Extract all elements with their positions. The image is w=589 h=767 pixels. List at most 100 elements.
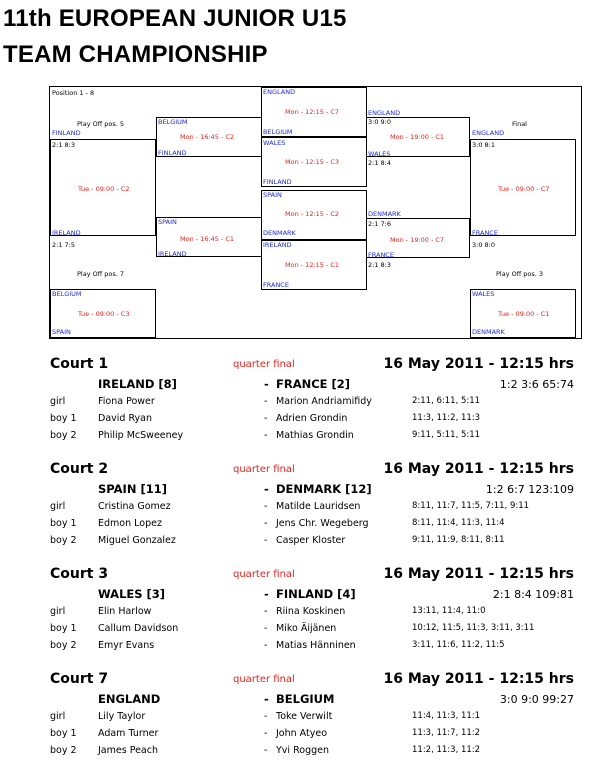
position-label: Position 1 - 8: [52, 89, 95, 97]
team-finland: FINLAND: [263, 178, 292, 186]
tournament-bracket: Position 1 - 8 Play Off pos. 5 Play Off …: [49, 86, 582, 339]
category: girl: [50, 711, 66, 722]
player-2: Casper Kloster: [276, 535, 346, 546]
team-2: FINLAND [4]: [276, 587, 356, 601]
team-1: ENGLAND: [98, 692, 161, 706]
game-scores: 9:11, 5:11, 5:11: [412, 430, 481, 440]
player-2: Toke Verwilt: [276, 711, 333, 722]
separator: -: [264, 535, 268, 546]
category: boy 2: [50, 430, 77, 441]
player-1: Lily Taylor: [98, 711, 146, 722]
qf-box-left-1: [156, 117, 262, 157]
separator: -: [264, 692, 269, 706]
player-2: Riina Koskinen: [276, 606, 346, 617]
match-time: Tue - 09:00 - C7: [498, 185, 550, 193]
game-scores: 13:11, 11:4, 11:0: [412, 606, 486, 616]
separator: -: [264, 518, 268, 529]
player-1: Cristina Gomez: [98, 501, 171, 512]
separator: -: [264, 711, 268, 722]
match-date: 16 May 2011 - 12:15 hrs: [383, 566, 574, 582]
player-2: Marion Andriamifidy: [276, 396, 372, 407]
match-time: Tue - 09:00 - C2: [78, 185, 130, 193]
team-1: WALES [3]: [98, 587, 166, 601]
player-2: Miko Äijänen: [276, 623, 337, 634]
category: girl: [50, 501, 66, 512]
final-label: Final: [512, 120, 527, 128]
team-2: FRANCE [2]: [276, 377, 351, 391]
team-wales: WALES: [263, 139, 286, 147]
category: boy 2: [50, 640, 77, 651]
round-label: quarter final: [233, 359, 295, 370]
player-1: Elin Harlow: [98, 606, 152, 617]
round-label: quarter final: [233, 464, 295, 475]
match-time: Mon - 19:00 - C1: [390, 133, 445, 141]
team-england: ENGLAND: [472, 129, 505, 137]
player-2: Yvi Roggen: [276, 745, 329, 756]
player-2: Adrien Grondin: [276, 413, 348, 424]
center-box-1: [261, 87, 367, 137]
category: boy 1: [50, 623, 77, 634]
team-belgium: BELGIUM: [52, 290, 82, 298]
match-result: 3:0 9:0 99:27: [499, 693, 574, 706]
match-result: 1:2 6:7 123:109: [485, 483, 574, 496]
player-2: Matias Hänninen: [276, 640, 356, 651]
player-2: John Atyeo: [276, 728, 328, 739]
game-scores: 2:11, 6:11, 5:11: [412, 396, 481, 406]
team-belgium: BELGIUM: [158, 118, 188, 126]
team-france: FRANCE: [263, 281, 289, 289]
match-court-1: Court 1 quarter final 16 May 2011 - 12:1…: [0, 356, 589, 416]
player-1: Adam Turner: [98, 728, 159, 739]
sf-box-1: [366, 117, 470, 157]
game-scores: 10:12, 11:5, 11:3, 3:11, 3:11: [412, 623, 535, 633]
match-court-2: Court 2 quarter final 16 May 2011 - 12:1…: [0, 461, 589, 521]
playoff-7-box: [50, 289, 156, 338]
score-france: 2:1 8:3: [368, 261, 391, 269]
game-scores: 11:2, 11:3, 11:2: [412, 745, 481, 755]
match-result: 2:1 8:4 109:81: [492, 588, 574, 601]
playoff-3-label: Play Off pos. 3: [496, 270, 544, 278]
score-france: 3:0 8:0: [472, 241, 495, 249]
score-denmark: 2:1 7:6: [368, 220, 391, 228]
team-wales: WALES: [472, 290, 495, 298]
category: boy 1: [50, 518, 77, 529]
match-time: Mon - 12:15 - C7: [285, 108, 340, 116]
sf-box-2: [366, 218, 470, 258]
category: boy 1: [50, 413, 77, 424]
category: girl: [50, 606, 66, 617]
team-denmark: DENMARK: [472, 328, 505, 336]
player-1: Emyr Evans: [98, 640, 155, 651]
player-1: Fiona Power: [98, 396, 155, 407]
team-england: ENGLAND: [263, 88, 296, 96]
match-time: Mon - 19:00 - C7: [390, 236, 445, 244]
score-wales: 2:1 8:4: [368, 159, 391, 167]
team-denmark: DENMARK: [263, 229, 296, 237]
match-time: Mon - 12:15 - C1: [285, 261, 340, 269]
player-1: Callum Davidson: [98, 623, 179, 634]
game-scores: 9:11, 11:9, 8:11, 8:11: [412, 535, 505, 545]
court-label: Court 3: [50, 566, 109, 582]
player-1: David Ryan: [98, 413, 152, 424]
playoff-3-box: [470, 289, 576, 338]
match-result: 1:2 3:6 65:74: [499, 378, 574, 391]
team-spain: SPAIN: [52, 328, 71, 336]
round-label: quarter final: [233, 569, 295, 580]
player-1: Miguel Gonzalez: [98, 535, 176, 546]
court-label: Court 2: [50, 461, 109, 477]
game-scores: 8:11, 11:7, 11:5, 7:11, 9:11: [412, 501, 530, 511]
separator: -: [264, 606, 268, 617]
court-label: Court 7: [50, 671, 109, 687]
separator: -: [264, 430, 268, 441]
separator: -: [264, 396, 268, 407]
category: girl: [50, 396, 66, 407]
player-row: girl Fiona Power -Marion Andriamifidy 2:11,…: [0, 396, 589, 412]
score-england: 3:0 8:1: [472, 141, 495, 149]
match-date: 16 May 2011 - 12:15 hrs: [383, 461, 574, 477]
